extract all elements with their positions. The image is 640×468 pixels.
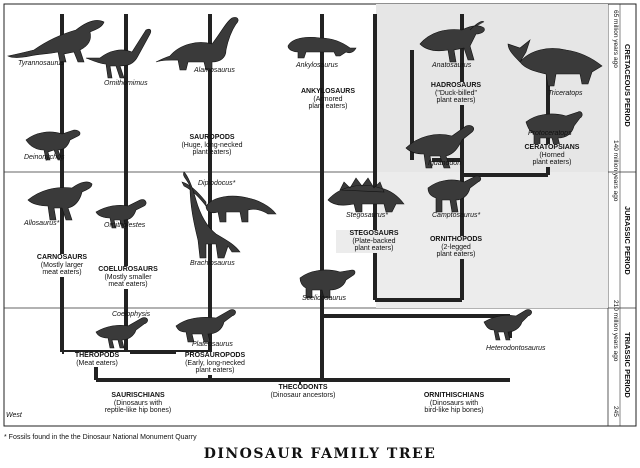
allosaurus-icon	[27, 181, 93, 221]
protoceratops-icon	[525, 111, 583, 147]
coelophysis-icon	[95, 317, 148, 349]
species-camptosaurus: Camptosaurus*	[432, 212, 481, 219]
group-ankylosaurs: ANKYLOSAURS (Armored plant eaters)	[300, 88, 356, 110]
stegosaurus-icon	[327, 177, 405, 213]
group-saurischians: SAURISCHIANS (Dinosaurs with reptile-lik…	[88, 392, 188, 415]
group-ornithischians: ORNITHISCHIANS (Dinosaurs with bird-like…	[404, 392, 504, 415]
mya-210: 210 million years ago	[612, 300, 619, 362]
species-protoceratops: Protoceratops	[528, 130, 572, 137]
period-cretaceous: CRETACEOUS PERIOD	[623, 44, 632, 127]
diplodocus-icon	[181, 181, 277, 223]
tyrannosaurus-icon	[7, 20, 105, 63]
species-scelidosaurus: Scelidosaurus	[302, 295, 346, 302]
species-allosaurus: Allosaurus*	[24, 220, 60, 227]
heterodontosaurus-icon	[483, 309, 532, 341]
plateosaurus-icon	[175, 309, 236, 343]
page-title: DINOSAUR FAMILY TREE	[203, 446, 437, 462]
period-triassic: TRIASSIC PERIOD	[623, 332, 632, 398]
group-ceratopsians: CERATOPSIANS (Horned plant eaters)	[514, 144, 590, 167]
frame	[3, 3, 637, 427]
group-theropods: THEROPODS (Meat eaters)	[64, 352, 130, 367]
species-triceratops: Triceratops	[548, 90, 583, 97]
ornitholestes-icon	[95, 199, 147, 229]
species-ankylosaurus: Ankylosaurus	[296, 62, 339, 69]
species-stegosaurus: Stegosaurus*	[346, 212, 389, 219]
species-anatosaurus: Anatosaurus	[432, 62, 472, 69]
species-alamosaurus: Alamosaurus	[194, 67, 235, 74]
species-ornitholestes: Ornitholestes	[104, 222, 146, 229]
triceratops-icon	[507, 39, 603, 87]
ankylosaurus-icon	[287, 36, 357, 59]
species-coelophysis: Coelophysis	[112, 311, 151, 318]
mya-65: 65 million years ago	[612, 10, 619, 68]
camptosaurus-icon	[427, 175, 482, 213]
group-prosauropods: PROSAUROPODS (Early, long-necked plant e…	[176, 352, 254, 375]
group-coelurosaurs: COELUROSAURS (Mostly smaller meat eaters…	[92, 266, 164, 289]
species-brachiosaurus: Brachiosaurus	[190, 260, 235, 267]
mya-245: 245	[612, 406, 619, 417]
group-thecodonts: THECODONTS (Dinosaur ancestors)	[248, 384, 358, 399]
species-heterodontosaurus: Heterodontosaurus	[486, 345, 546, 352]
group-ornithopods: ORNITHOPODS (2-legged plant eaters)	[420, 236, 492, 259]
group-sauropods: SAUROPODS (Huge, long-necked plant eater…	[181, 134, 243, 156]
species-deinonychus: Deinonychus	[24, 154, 65, 161]
species-diplodocus: Diplodocus*	[198, 180, 236, 187]
species-iguanodon: Iguanodon	[428, 160, 462, 167]
anatosaurus-icon	[419, 20, 485, 63]
group-stegosaurs: STEGOSAURS (Plate-backed plant eaters)	[336, 230, 412, 253]
period-jurassic: JURASSIC PERIOD	[623, 206, 632, 275]
group-hadrosaurs: HADROSAURS ("Duck-billed" plant eaters)	[418, 82, 494, 105]
species-ornithomimus: Ornithomimus	[104, 80, 148, 87]
footnote: * Fossils found in the the Dinosaur Nati…	[4, 434, 197, 441]
brachiosaurus-icon	[183, 171, 241, 259]
alamosaurus-icon	[155, 17, 239, 71]
scelidosaurus-icon	[299, 269, 356, 299]
iguanodon-icon	[405, 125, 474, 169]
species-tyrannosaurus: Tyrannosaurus	[18, 60, 65, 67]
species-plateosaurus: Plateosaurus	[192, 341, 233, 348]
deinonychus-icon	[25, 129, 81, 161]
ornithischian-shading-jurassic	[376, 172, 608, 308]
artist-signature: West	[6, 412, 22, 419]
mya-140: 140 million years ago	[612, 140, 619, 202]
ornithomimus-icon	[85, 28, 152, 79]
group-carnosaurs: CARNOSAURS (Mostly larger meat eaters)	[24, 254, 100, 277]
